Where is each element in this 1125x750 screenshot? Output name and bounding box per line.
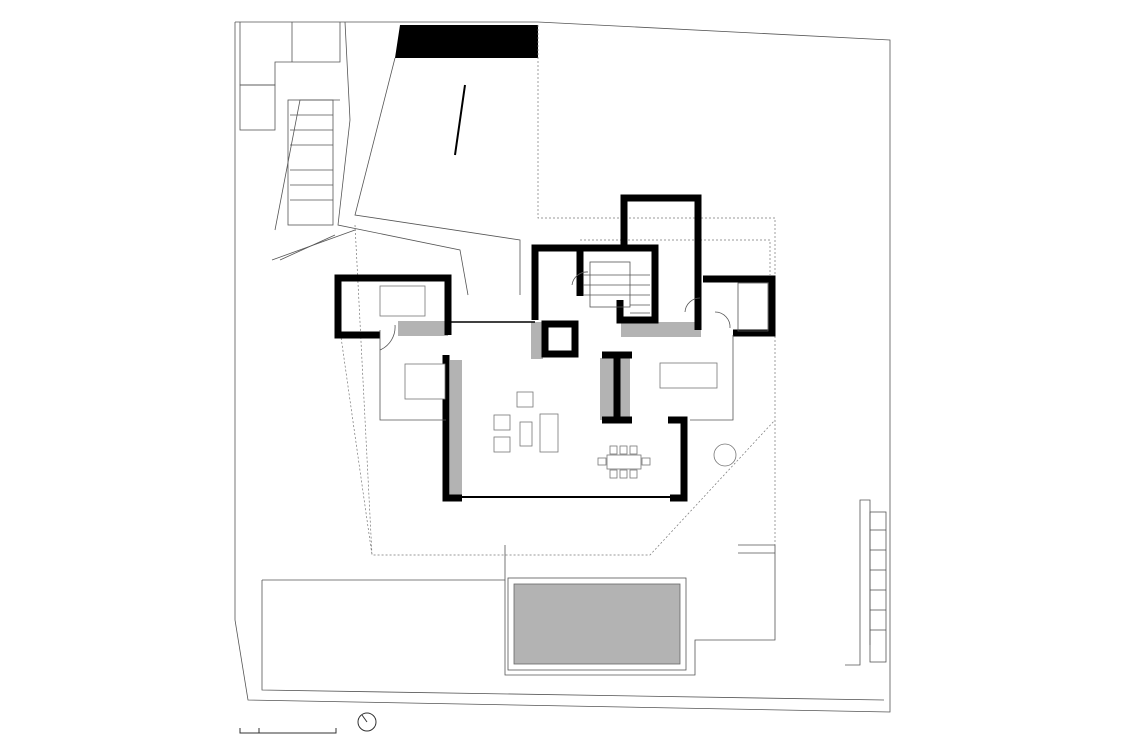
stairs-exterior-right — [869, 511, 887, 663]
scale-bar-icon — [239, 728, 337, 734]
walls — [334, 194, 776, 502]
bathroom-fixture — [379, 285, 426, 317]
stairs-exterior-left — [287, 99, 334, 226]
round-table — [713, 443, 737, 467]
pool — [507, 577, 687, 671]
north-arrow-icon — [357, 712, 377, 732]
driveway — [271, 21, 776, 556]
bed — [404, 363, 446, 400]
kitchen-island — [659, 362, 718, 389]
site-boundary — [234, 21, 891, 713]
furniture — [404, 362, 737, 479]
stairs-interior — [583, 261, 650, 314]
dining-table — [606, 454, 642, 470]
sofa — [539, 413, 559, 453]
interior-lines — [379, 261, 769, 498]
